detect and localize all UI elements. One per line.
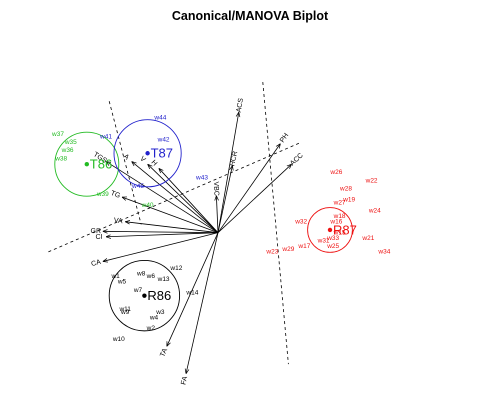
vector-label-gr: GR bbox=[91, 228, 102, 235]
dashed-lines-layer bbox=[48, 82, 302, 365]
vector-arrow-v bbox=[148, 164, 219, 233]
vector-arrow-hcr bbox=[217, 166, 232, 233]
vector-arrow-a bbox=[132, 161, 219, 233]
vector-label-fa: FA bbox=[180, 375, 189, 385]
vector-label-ta: TA bbox=[159, 347, 169, 358]
observation-w32: w32 bbox=[294, 218, 307, 225]
observation-w13: w13 bbox=[157, 276, 170, 283]
observation-w8: w8 bbox=[136, 270, 146, 277]
vector-label-ca: CA bbox=[91, 259, 102, 268]
observation-w4: w4 bbox=[149, 314, 159, 321]
vector-arrow-tgs bbox=[106, 161, 219, 234]
observation-w18: w18 bbox=[333, 213, 346, 220]
vector-arrow-ph bbox=[217, 144, 280, 233]
vector-arrow-ta bbox=[167, 232, 219, 347]
observation-w19: w19 bbox=[342, 197, 355, 204]
group-center-r87 bbox=[327, 227, 333, 233]
observation-w44: w44 bbox=[153, 114, 166, 121]
observation-w23: w23 bbox=[265, 249, 278, 256]
observation-w34: w34 bbox=[377, 249, 390, 256]
group-center-r86 bbox=[142, 293, 147, 298]
observation-w6: w6 bbox=[146, 273, 156, 280]
group-label-r87: R87 bbox=[333, 222, 357, 237]
group-label-t86: T86 bbox=[90, 157, 112, 172]
observation-w26: w26 bbox=[329, 169, 342, 176]
vector-arrow-va bbox=[125, 222, 219, 234]
observation-w37: w37 bbox=[51, 131, 64, 138]
vector-arrow-ca bbox=[103, 232, 219, 262]
group-center-t86 bbox=[84, 162, 90, 167]
vector-arrow-fa bbox=[186, 232, 219, 374]
observation-w43: w43 bbox=[195, 175, 208, 182]
vector-label-ci: CI bbox=[95, 234, 102, 241]
vector-label-a: A bbox=[122, 153, 130, 162]
vector-arrow-acs bbox=[217, 112, 239, 233]
vector-label-v: V bbox=[138, 155, 146, 164]
group-circle-t87 bbox=[113, 119, 182, 188]
observation-w17: w17 bbox=[297, 243, 310, 250]
dashed-line-2 bbox=[262, 82, 289, 365]
vector-label-acs: ACS bbox=[236, 97, 245, 113]
dashed-line-3 bbox=[48, 141, 302, 253]
vector-arrow-vbc bbox=[216, 196, 218, 233]
vector-label-hcr: HCR bbox=[229, 151, 239, 167]
observation-w27: w27 bbox=[333, 199, 346, 206]
group-circle-t86 bbox=[54, 131, 120, 197]
observation-w28: w28 bbox=[339, 186, 352, 193]
observation-w11: w11 bbox=[118, 306, 131, 313]
observation-w40: w40 bbox=[141, 202, 154, 209]
dashed-line-1 bbox=[108, 101, 142, 225]
vector-label-va: VA bbox=[113, 217, 123, 225]
vector-label-h: H bbox=[150, 159, 159, 167]
observation-w16: w16 bbox=[329, 218, 342, 225]
group-label-r86: R86 bbox=[147, 288, 171, 303]
observation-w45: w45 bbox=[131, 183, 144, 190]
group-circle-r87 bbox=[307, 207, 353, 253]
observation-w3: w3 bbox=[155, 309, 165, 316]
observation-w10: w10 bbox=[112, 336, 125, 343]
observation-w38: w38 bbox=[54, 155, 67, 162]
vector-label-vbc: VBC bbox=[212, 181, 220, 196]
observation-w9: w9 bbox=[120, 309, 130, 316]
observation-w7: w7 bbox=[133, 287, 143, 294]
observation-w42: w42 bbox=[157, 136, 170, 143]
group-circle-r86 bbox=[108, 260, 181, 332]
chart-title: Canonical/MANOVA Biplot bbox=[172, 9, 329, 23]
group-center-t87 bbox=[145, 151, 150, 156]
vector-label-tg: TG bbox=[110, 190, 122, 200]
observation-w1: w1 bbox=[110, 273, 120, 280]
observation-w36: w36 bbox=[61, 147, 74, 154]
observation-w29: w29 bbox=[281, 246, 294, 253]
observation-w2: w2 bbox=[146, 325, 156, 332]
observation-w21: w21 bbox=[361, 235, 374, 242]
observation-w14: w14 bbox=[185, 290, 198, 297]
observation-w5: w5 bbox=[117, 279, 127, 286]
observation-w35: w35 bbox=[64, 139, 77, 146]
vector-arrow-gr bbox=[103, 231, 219, 232]
vector-arrow-tg bbox=[122, 197, 219, 234]
group-label-t87: T87 bbox=[151, 146, 173, 161]
vector-label-acc: ACC bbox=[289, 152, 305, 167]
observation-w31: w31 bbox=[317, 238, 330, 245]
observation-w33: w33 bbox=[326, 235, 339, 242]
vector-label-ph: PH bbox=[279, 132, 290, 144]
observation-w24: w24 bbox=[368, 207, 381, 214]
observation-w15: w15 bbox=[333, 229, 346, 236]
observation-w39: w39 bbox=[96, 191, 109, 198]
observation-w22: w22 bbox=[365, 177, 378, 184]
observation-w12: w12 bbox=[169, 265, 182, 272]
vector-arrow-ci bbox=[106, 232, 219, 237]
vector-arrow-acc bbox=[217, 164, 292, 233]
observation-w41: w41 bbox=[99, 134, 112, 141]
observation-w25: w25 bbox=[326, 243, 339, 250]
